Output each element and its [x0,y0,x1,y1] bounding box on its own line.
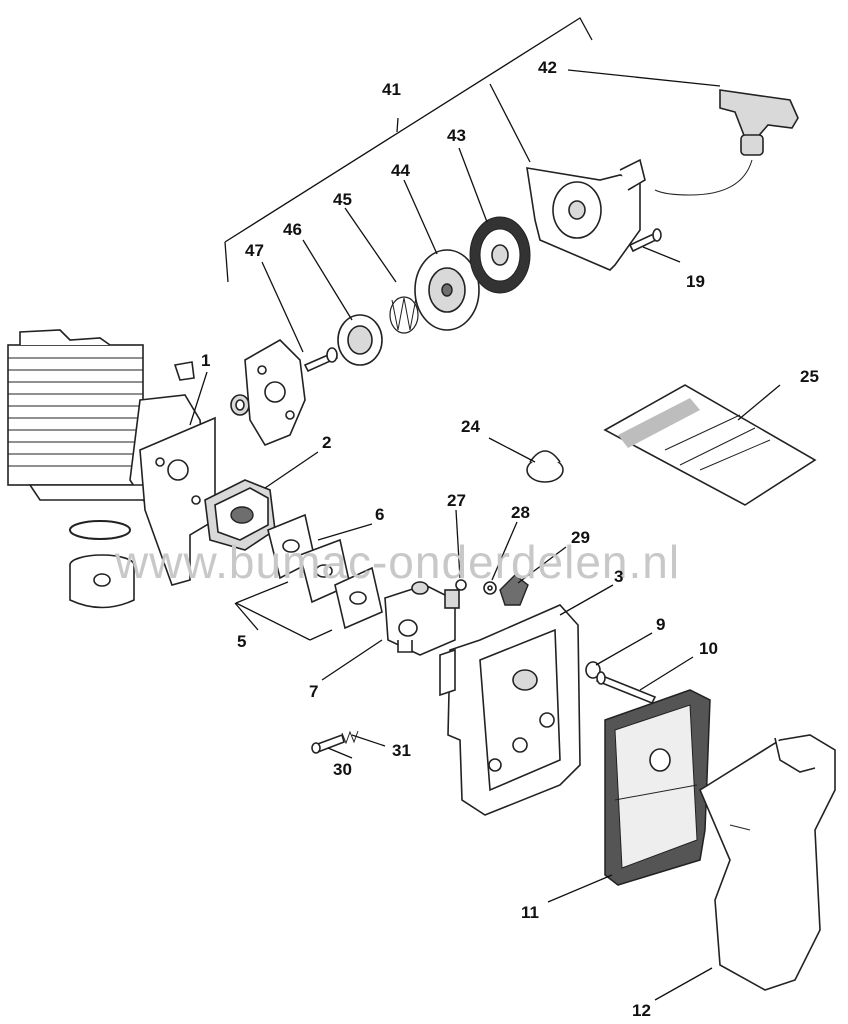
part-12-air-filter-cover [698,734,836,991]
part-27-spring [455,579,467,591]
callout-24: 24 [461,417,480,436]
part-44-rope-pulley [414,249,480,331]
part-1-gasket [139,416,216,586]
callout-29: 29 [571,528,590,547]
callout-31: 31 [392,741,411,760]
part-42-starter-handle [654,89,799,196]
callout-28: 28 [511,503,530,522]
part-45-spring [389,296,419,334]
callout-19: 19 [686,272,705,291]
part-30-adjusting-screw [311,733,345,754]
leader-lines [189,69,781,1001]
part-2-intake-flange [204,479,276,551]
callout-43: 43 [447,126,466,145]
callout-46: 46 [283,220,302,239]
callout-9: 9 [656,615,665,634]
part-9-washer [585,661,601,679]
part-5-gasket-c [334,566,383,630]
callout-30: 30 [333,760,352,779]
part-7-carburetor [384,581,460,656]
part-31-spring [341,730,359,745]
piston [69,554,135,609]
part-28-washer [483,581,497,595]
callout-41: 41 [382,80,401,99]
callout-42: 42 [538,58,557,77]
assembly-bracket-41 [224,17,593,283]
part-3-air-filter-housing [439,604,581,816]
callout-27: 27 [447,491,466,510]
callout-labels: 1 2 3 5 6 7 9 10 11 12 19 24 25 27 28 29… [201,58,819,1020]
part-19-screw [628,228,662,253]
part-43-recoil-spring [469,216,531,294]
callout-25: 25 [800,367,819,386]
callout-11: 11 [521,903,539,922]
starter-cup [244,339,306,446]
callout-3: 3 [614,567,623,586]
part-25-gasket-kit-bag [603,384,817,506]
callout-6: 6 [375,505,384,524]
callout-5: 5 [237,632,246,651]
callout-45: 45 [333,190,352,209]
watermark-text: www.bumac-onderdelen.nl [114,536,680,588]
gasket-set-bracket [235,581,333,641]
starter-housing [526,158,646,271]
part-47-screw [303,347,338,373]
callout-7: 7 [309,682,318,701]
part-11-air-filter [604,689,711,886]
part-46-pawl-carrier [337,314,383,366]
callout-47: 47 [245,241,264,260]
part-10-bolt [595,671,657,705]
oil-seal [230,394,250,416]
callout-1: 1 [201,351,210,370]
callout-44: 44 [391,161,410,180]
callout-12: 12 [632,1001,651,1020]
part-29-throttle-lever [499,574,529,606]
piston-ring [69,520,131,540]
callout-10: 10 [699,639,718,658]
callout-2: 2 [322,433,331,452]
part-24-primer-bulb [526,450,564,483]
